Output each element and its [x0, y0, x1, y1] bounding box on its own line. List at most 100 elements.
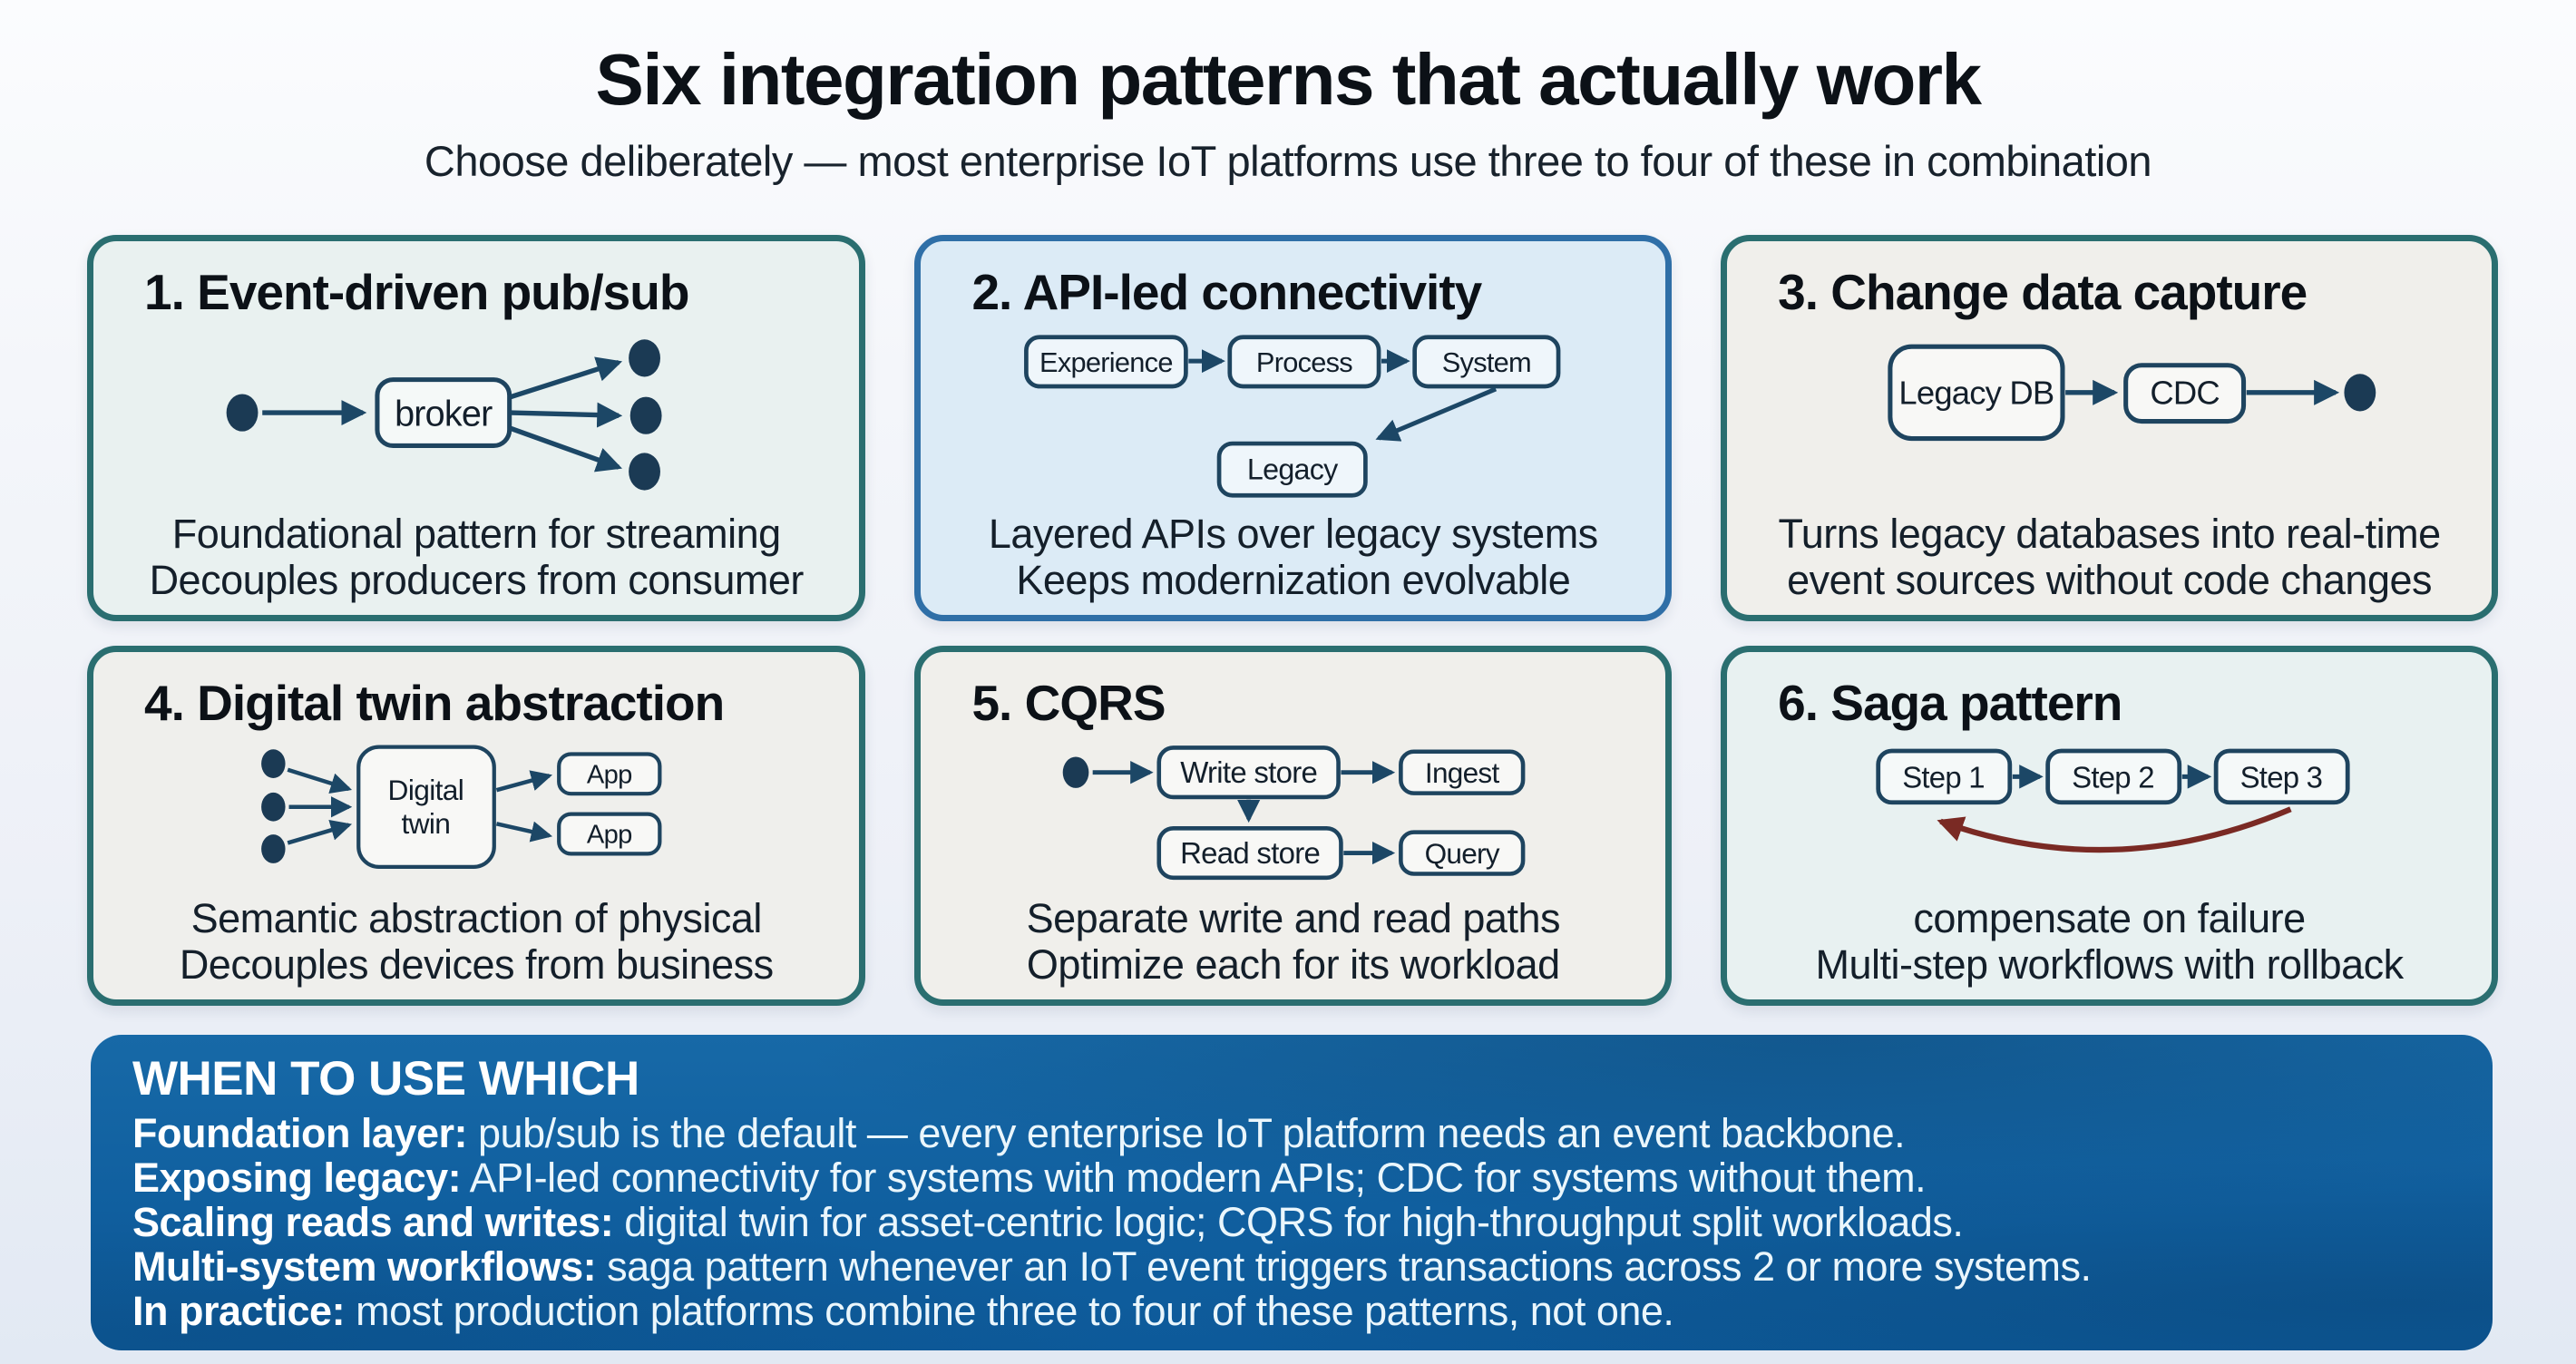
- event-sink-dot: [2344, 374, 2376, 412]
- step1-node: [1876, 748, 2013, 805]
- card-captions: Layered APIs over legacy systems Keeps m…: [966, 511, 1620, 604]
- app-label: App: [587, 760, 632, 789]
- step1-label: Step 1: [1902, 760, 1985, 794]
- app-node: [557, 812, 662, 856]
- device-dot: [261, 792, 286, 822]
- step2-node: [2045, 748, 2181, 805]
- footer-line-rest: digital twin for asset-centric logic; CQ…: [613, 1199, 1964, 1246]
- caption-line: Layered APIs over legacy systems: [988, 511, 1598, 558]
- caption-line: Semantic abstraction of physical: [190, 895, 763, 942]
- cqrs-diagram: Write store Ingest Read store Query: [1063, 745, 1526, 881]
- arrow: [287, 819, 353, 845]
- system-to-legacy-arrow: [1375, 386, 1497, 442]
- experience-label: Experience: [1039, 346, 1173, 378]
- card-saga-pattern: 6. Saga pattern Step 1 Step 2 Step 3 com…: [1721, 646, 2498, 1006]
- app-label: App: [587, 820, 632, 849]
- footer-line-rest: API-led connectivity for systems with mo…: [461, 1155, 1927, 1202]
- caption-line: Optimize each for its workload: [1026, 941, 1560, 989]
- arrow: [511, 402, 623, 428]
- card-captions: Turns legacy databases into real-time ev…: [1772, 511, 2446, 604]
- query-node: [1399, 830, 1526, 876]
- digital-twin-diagram: Digital twin App App: [261, 745, 662, 870]
- footer-line: Scaling reads and writes: digital twin f…: [132, 1200, 2451, 1244]
- card-title: 3. Change data capture: [1778, 264, 2308, 320]
- footer-line-bold: Multi-system workflows:: [132, 1243, 597, 1291]
- title-block: Six integration patterns that actually w…: [0, 38, 2576, 186]
- footer-line-bold: Scaling reads and writes:: [132, 1199, 614, 1246]
- digital-twin-label-line1: Digital: [388, 774, 464, 806]
- arrow: [510, 425, 623, 473]
- caption-line: Decouples producers from consumer: [149, 557, 805, 604]
- footer-line: Multi-system workflows: saga pattern whe…: [132, 1244, 2451, 1289]
- legacy-db-label: Legacy DB: [1899, 375, 2054, 412]
- footer-line-bold: In practice:: [132, 1288, 346, 1335]
- legacy-node: [1216, 441, 1368, 498]
- cdc-diagram: Legacy DB CDC: [1888, 344, 2376, 442]
- legacy-label: Legacy: [1247, 453, 1339, 486]
- legacy-db-node: [1888, 344, 2065, 442]
- card-change-data-capture: 3. Change data capture Legacy DB CDC Tur…: [1721, 235, 2498, 621]
- caption-line: Separate write and read paths: [1026, 895, 1561, 942]
- app-node: [557, 752, 662, 796]
- step3-label: Step 3: [2239, 760, 2322, 794]
- broker-label: broker: [395, 394, 493, 434]
- pattern-grid: 1. Event-driven pub/sub broker Foundatio…: [87, 235, 2498, 1006]
- card-captions: Semantic abstraction of physical Decoupl…: [139, 895, 814, 989]
- caption-line: Turns legacy databases into real-time: [1778, 511, 2441, 558]
- ingest-node: [1399, 749, 1526, 795]
- footer-line-rest: saga pattern whenever an IoT event trigg…: [596, 1243, 2092, 1291]
- card-cqrs: 5. CQRS Write store Ingest Read store Qu…: [914, 646, 1673, 1006]
- card-title: 6. Saga pattern: [1778, 675, 2122, 731]
- saga-diagram: Step 1 Step 2 Step 3: [1876, 748, 2350, 853]
- arrow: [287, 767, 353, 794]
- card-captions: compensate on failure Multi-step workflo…: [1772, 895, 2446, 989]
- consumer-dot: [629, 453, 660, 491]
- cdc-node: [2123, 363, 2247, 424]
- caption-line: event sources without code changes: [1787, 557, 2433, 604]
- query-label: Query: [1425, 837, 1500, 870]
- card-title: 5. CQRS: [971, 675, 1166, 731]
- write-store-label: Write store: [1181, 755, 1318, 789]
- caption-line: Decouples devices from business: [179, 941, 774, 989]
- api-led-diagram: Experience Process System Legacy: [1023, 335, 1560, 498]
- card-title: 2. API-led connectivity: [971, 264, 1482, 320]
- broker-node: [375, 377, 512, 449]
- footer-line-rest: pub/sub is the default — every enterpris…: [467, 1110, 1906, 1157]
- arrow: [496, 821, 553, 843]
- footer-heading: WHEN TO USE WHICH: [132, 1052, 639, 1106]
- footer-line: Foundation layer: pub/sub is the default…: [132, 1111, 2451, 1155]
- card-title: 4. Digital twin abstraction: [144, 675, 725, 731]
- ingest-label: Ingest: [1425, 756, 1500, 789]
- card-digital-twin-abstraction: 4. Digital twin abstraction Digital twin…: [87, 646, 866, 1006]
- footer-line: In practice: most production platforms c…: [132, 1289, 2451, 1333]
- card-api-led-connectivity: 2. API-led connectivity Experience Proce…: [914, 235, 1673, 621]
- write-store-node: [1156, 745, 1342, 800]
- card-title: 1. Event-driven pub/sub: [144, 264, 689, 320]
- consumer-dot: [629, 339, 660, 377]
- experience-node: [1023, 335, 1188, 389]
- card-captions: Foundational pattern for streaming Decou…: [139, 511, 814, 604]
- caption-line: Foundational pattern for streaming: [171, 511, 781, 558]
- step3-node: [2213, 748, 2350, 805]
- footer-line-bold: Exposing legacy:: [132, 1155, 462, 1202]
- process-label: Process: [1255, 346, 1351, 378]
- footer-line-rest: most production platforms combine three …: [345, 1288, 1674, 1335]
- caption-line: compensate on failure: [1913, 895, 2306, 942]
- device-dot: [261, 834, 286, 863]
- process-node: [1227, 335, 1381, 389]
- page-subtitle: Choose deliberately — most enterprise Io…: [424, 137, 2152, 185]
- producer-dot: [226, 394, 259, 432]
- pubsub-diagram: broker: [226, 339, 662, 491]
- digital-twin-node: [356, 745, 497, 870]
- cdc-label: CDC: [2150, 375, 2220, 412]
- card-captions: Separate write and read paths Optimize e…: [966, 895, 1620, 989]
- device-dot: [261, 749, 286, 778]
- caption-line: Multi-step workflows with rollback: [1815, 941, 2404, 989]
- arrow: [496, 770, 553, 793]
- arrow: [510, 356, 623, 400]
- read-store-node: [1156, 826, 1344, 881]
- footer-line: Exposing legacy: API-led connectivity fo…: [132, 1155, 2451, 1200]
- caption-line: Keeps modernization evolvable: [1016, 557, 1571, 604]
- when-to-use-panel: WHEN TO USE WHICH Foundation layer: pub/…: [91, 1035, 2493, 1350]
